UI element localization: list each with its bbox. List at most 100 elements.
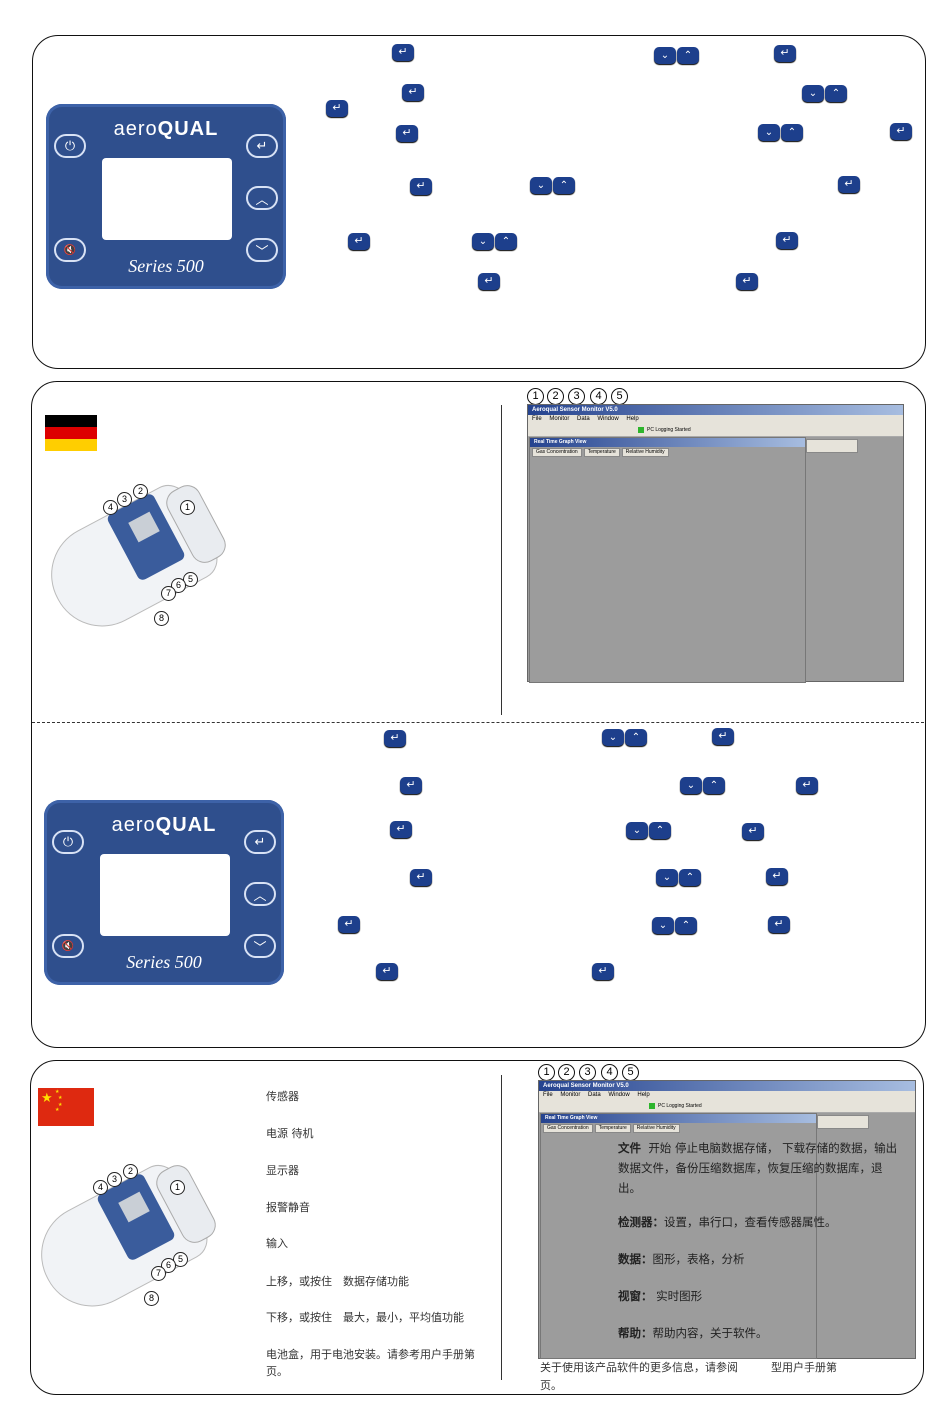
enter-key-icon: ↵ xyxy=(742,823,764,840)
china-flag-icon: ★ ★ ★ ★ ★ xyxy=(38,1088,94,1126)
graph-tabs: Gas Concentration Temperature Relative H… xyxy=(532,448,669,457)
enter-key-icon: ↵ xyxy=(376,963,398,980)
brand-logo: aeroQUAL xyxy=(111,814,217,836)
enter-key-icon: ↵ xyxy=(410,869,432,886)
enter-key-icon: ↵ xyxy=(402,84,424,101)
tab-temperature[interactable]: Temperature xyxy=(594,1124,631,1133)
enter-key-icon: ↵ xyxy=(478,273,500,290)
display-screen xyxy=(102,158,232,240)
toolbar: PC Logging Started xyxy=(528,424,903,437)
power-icon: ⏻ xyxy=(54,134,86,158)
marker-2: 2 xyxy=(547,388,564,405)
menu-help-monitor: 检测器：设置，串行口，查看传感器属性。 xyxy=(618,1215,837,1229)
enter-key-icon: ↵ xyxy=(776,232,798,249)
enter-key-icon: ↵ xyxy=(838,176,860,193)
minimized-window xyxy=(806,439,858,453)
enter-key-icon: ↵ xyxy=(768,916,790,933)
tab-temperature[interactable]: Temperature xyxy=(583,448,620,457)
up-down-keys-icon: ⌄⌃ xyxy=(802,85,847,102)
column-divider xyxy=(501,1075,502,1380)
up-down-keys-icon: ⌄⌃ xyxy=(656,869,701,886)
model-label: Series 500 xyxy=(128,256,204,276)
device-illustration: 1 2 3 4 5 6 7 8 xyxy=(33,470,231,645)
enter-key-icon: ↵ xyxy=(774,45,796,62)
marker-4: 4 xyxy=(601,1064,618,1081)
enter-key-icon: ↵ xyxy=(384,730,406,747)
part-6-label: 上移，或按住 数据存储功能 xyxy=(266,1275,409,1288)
menu-bar: File Monitor Data Window Help xyxy=(539,1091,915,1100)
enter-key-icon: ↵ xyxy=(348,233,370,250)
minimized-window xyxy=(817,1115,869,1129)
software-window: Aeroqual Sensor Monitor V5.0 File Monito… xyxy=(527,404,904,683)
up-down-keys-icon: ⌄⌃ xyxy=(472,233,517,250)
device-illustration: 1 2 3 4 5 6 7 8 xyxy=(23,1150,221,1325)
up-icon: ︿ xyxy=(246,186,278,210)
software-window: Aeroqual Sensor Monitor V5.0 File Monito… xyxy=(538,1080,916,1359)
graph-view: Real Time Graph View Gas Concentration T… xyxy=(540,1113,817,1359)
graph-tabs: Gas Concentration Temperature Relative H… xyxy=(543,1124,680,1133)
menu-bar: File Monitor Data Window Help xyxy=(528,415,903,424)
marker-2: 2 xyxy=(558,1064,575,1081)
brand-logo: aeroQUAL xyxy=(113,118,219,140)
callout-7: 7 xyxy=(151,1266,166,1281)
marker-1: 1 xyxy=(527,388,544,405)
enter-key-icon: ↵ xyxy=(592,963,614,980)
enter-key-icon: ↵ xyxy=(338,916,360,933)
mute-icon: 🔇 xyxy=(54,238,86,262)
callout-2: 2 xyxy=(123,1164,138,1179)
power-icon: ⏻ xyxy=(52,830,84,854)
callout-1: 1 xyxy=(180,500,195,515)
window-title: Aeroqual Sensor Monitor V5.0 xyxy=(528,405,903,415)
up-icon: ︿ xyxy=(244,882,276,906)
up-down-keys-icon: ⌄⌃ xyxy=(652,917,697,934)
marker-5: 5 xyxy=(611,388,628,405)
mute-icon: 🔇 xyxy=(52,934,84,958)
status-led-icon xyxy=(638,426,644,433)
display-screen xyxy=(100,854,230,936)
part-3-label: 显示器 xyxy=(266,1164,299,1177)
part-8-label: 电池盒，用于电池安装。请参考用户手册第 页。 xyxy=(266,1348,497,1378)
up-down-keys-icon: ⌄⌃ xyxy=(530,177,575,194)
enter-key-icon: ↵ xyxy=(390,821,412,838)
up-down-keys-icon: ⌄⌃ xyxy=(654,47,699,64)
tab-gas[interactable]: Gas Concentration xyxy=(532,448,582,457)
graph-view-title: Real Time Graph View xyxy=(530,438,805,447)
device-faceplate: aeroQUAL Series 500 ⏻ ↵ ︿ 🔇 ﹀ xyxy=(44,800,284,985)
part-4-label: 报警静音 xyxy=(266,1201,310,1214)
window-title: Aeroqual Sensor Monitor V5.0 xyxy=(539,1081,915,1091)
callout-8: 8 xyxy=(144,1291,159,1306)
enter-key-icon: ↵ xyxy=(410,178,432,195)
tab-gas[interactable]: Gas Concentration xyxy=(543,1124,593,1133)
marker-3: 3 xyxy=(579,1064,596,1081)
logging-status: PC Logging Started xyxy=(658,1103,702,1109)
part-2-label: 电源 待机 xyxy=(266,1127,314,1140)
footer-note: 关于使用该产品软件的更多信息，请参阅 型用户手册第 页。 xyxy=(540,1361,859,1392)
menu-help-help: 帮助：帮助内容，关于软件。 xyxy=(618,1326,768,1340)
callout-4: 4 xyxy=(93,1180,108,1195)
callout-2: 2 xyxy=(133,484,148,499)
enter-key-icon: ↵ xyxy=(400,777,422,794)
marker-1: 1 xyxy=(538,1064,555,1081)
up-down-keys-icon: ⌄⌃ xyxy=(626,822,671,839)
enter-key-icon: ↵ xyxy=(396,125,418,142)
menu-help-file: 文件 开始 停止电脑数据存储， 下载存储的数据，输出数据文件，备份压缩数据库，恢… xyxy=(618,1141,898,1195)
status-led-icon xyxy=(649,1102,655,1109)
tab-humidity[interactable]: Relative Humidity xyxy=(621,448,669,457)
enter-icon: ↵ xyxy=(244,830,276,854)
part-1-label: 传感器 xyxy=(266,1090,299,1103)
callout-3: 3 xyxy=(117,492,132,507)
device-faceplate: aeroQUAL Series 500 ⏻ ↵ ︿ 🔇 ﹀ xyxy=(46,104,286,289)
callout-8: 8 xyxy=(154,611,169,626)
graph-view-title: Real Time Graph View xyxy=(541,1114,816,1123)
toolbar: PC Logging Started xyxy=(539,1100,915,1113)
part-7-label: 下移，或按住 最大，最小，平均值功能 xyxy=(266,1311,464,1324)
german-flag-icon xyxy=(45,415,97,451)
model-label: Series 500 xyxy=(126,952,202,972)
callout-3: 3 xyxy=(107,1172,122,1187)
tab-humidity[interactable]: Relative Humidity xyxy=(632,1124,680,1133)
menu-help-data: 数据：图形，表格，分析 xyxy=(618,1252,745,1266)
down-icon: ﹀ xyxy=(246,238,278,262)
enter-key-icon: ↵ xyxy=(712,728,734,745)
down-icon: ﹀ xyxy=(244,934,276,958)
up-down-keys-icon: ⌄⌃ xyxy=(758,124,803,141)
